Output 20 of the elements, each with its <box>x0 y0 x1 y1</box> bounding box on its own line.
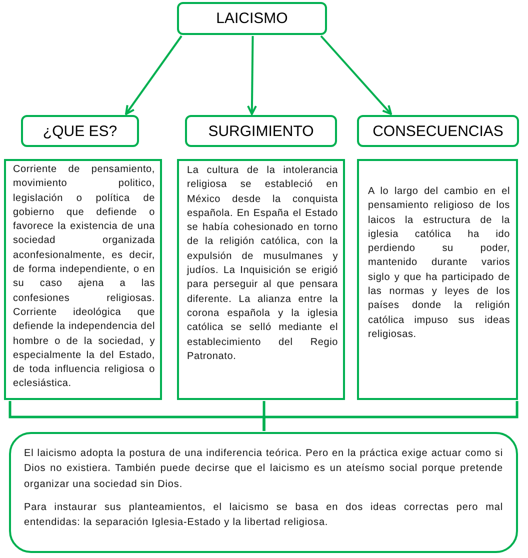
heading: CONSECUENCIAS <box>372 122 504 140</box>
heading-box <box>357 115 519 147</box>
heading-box <box>21 115 139 147</box>
arrow <box>246 36 257 115</box>
heading-box <box>185 115 337 147</box>
title-box <box>177 2 327 35</box>
text-box <box>177 159 345 400</box>
heading: LAICISMO <box>216 10 288 27</box>
heading: ¿QUE ES? <box>42 122 118 140</box>
paragraph: Para instaurar sus planteamientos, el laicismo se basa en dos ideas correctas pero mal entendidas: la separación Iglesia-Estado y la libertad religiosa. <box>24 500 503 530</box>
text-box <box>357 159 518 400</box>
paragraph: La cultura de la intolerancia religiosa se estableció en México desde la conquista española. En España el Estado se había cohesionado en torno de la religión católica, con la expulsión de musulmanes y judíos. La Inquisición se erigió para perseguir al que pensara diferente. La alianza entre la corona española y la iglesia católica se selló mediante el establecimiento del Regio Patronato. <box>187 164 338 364</box>
arrow <box>125 35 182 115</box>
summary-box <box>9 432 518 553</box>
paragraph: Corriente de pensamiento, movimiento politico, legislación o política de gobierno que defiende o favorece la existencia de una sociedad organizada aconfesionalmente, es decir, de forma independiente, o en su caso ajena a las confesiones religiosas. Corriente ideológica que defiende la independencia del hombre o de la sociedad, y especialmente la del Estado, de toda influencia religiosa o eclesiástica. <box>13 163 155 392</box>
connector-line <box>262 401 518 431</box>
arrow <box>320 35 392 115</box>
paragraph: A lo largo del cambio en el pensamiento religioso de los laicos la estructura de la iglesia católica ha ido perdiendo su poder, mantenido durante varios siglo y que ha participado de las normas y leyes de los países donde la religión católica impuso sus ideas religiosas. <box>368 185 510 342</box>
paragraph: El laicismo adopta la postura de una indiferencia teórica. Pero en la práctica exige actuar como si Dios no existiera. También puede decirse que el laicismo es un ateísmo social porque pretende organizar una sociedad sin Dios. <box>24 447 503 492</box>
heading: SURGIMIENTO <box>208 122 314 140</box>
